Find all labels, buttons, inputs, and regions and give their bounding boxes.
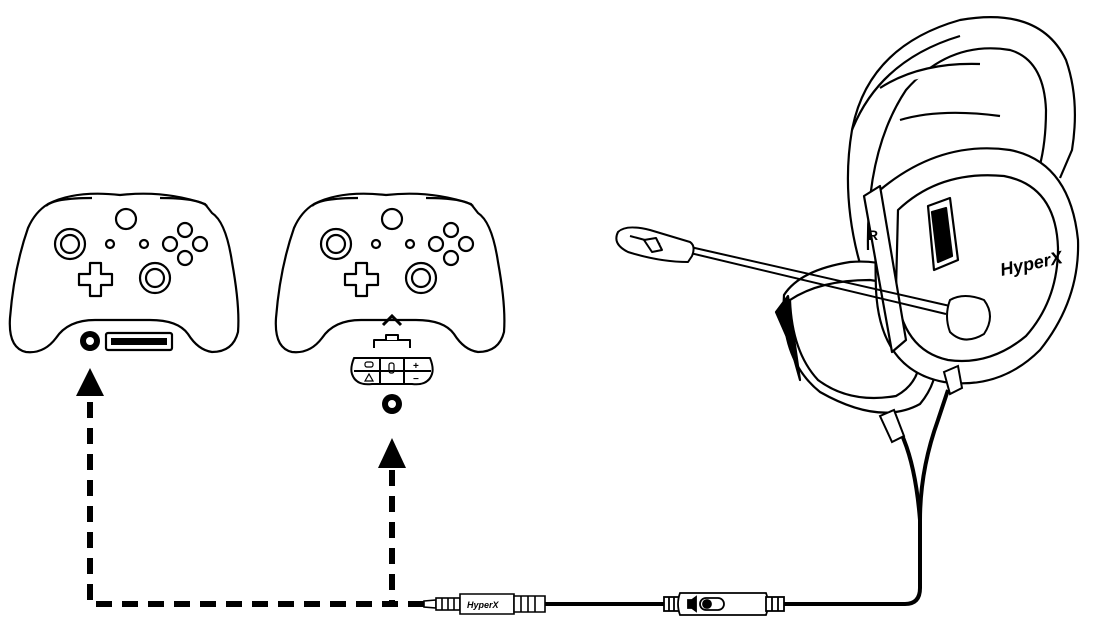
adapter-plus-label: + [413,361,419,372]
earcup-side-label: R [868,227,878,243]
adapter-chat-icon [363,372,375,382]
plug-brand-label: HyperX [467,600,500,610]
audio-jack-icon [80,331,100,351]
arrow-up-icon [378,438,406,468]
adapter-mic-icon [388,362,395,374]
controller-right-icon [274,192,506,354]
adapter-audio-jack-icon [382,394,402,414]
audio-plug-icon [423,593,546,615]
connection-dashed-line [87,402,428,607]
adapter-game-icon [364,361,374,368]
headset-icon [774,16,1080,414]
controller-left-icon [8,192,240,354]
inline-volume-control-icon [663,592,785,616]
adapter-minus-label: − [413,374,419,385]
arrow-up-icon [76,368,104,396]
stereo-headset-adapter-icon [350,334,434,386]
boom-microphone-icon [615,226,991,341]
expansion-port [104,331,174,352]
insert-chevron-icon [381,313,403,327]
headset-cable [545,389,950,606]
cable-strain-relief [878,364,964,444]
